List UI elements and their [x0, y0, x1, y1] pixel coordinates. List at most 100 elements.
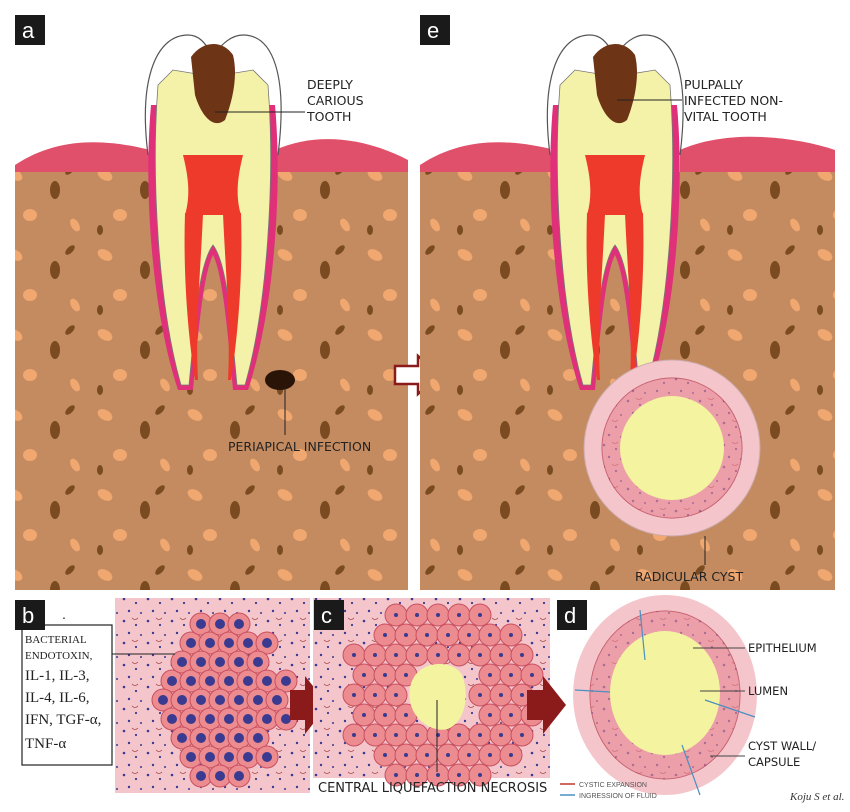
cell-nucleus — [281, 714, 291, 724]
tooth-label-line2: INFECTED NON- — [684, 93, 783, 108]
cell-nucleus — [499, 653, 503, 657]
cell-nucleus — [394, 773, 398, 777]
cell-nucleus — [253, 657, 263, 667]
cell-nucleus — [436, 613, 440, 617]
cell-cluster — [151, 612, 298, 788]
mediator-line: TNF-α — [25, 736, 66, 752]
cell-nucleus — [243, 638, 253, 648]
arrow-b-to-c-icon — [290, 676, 328, 734]
cell-nucleus — [457, 653, 461, 657]
panel-a: DEEPLY CARIOUS TOOTH PERIAPICAL INFECTIO… — [15, 15, 408, 590]
cell-nucleus — [520, 653, 524, 657]
cell-nucleus — [520, 693, 524, 697]
periapical-infection-label: PERIAPICAL INFECTION — [228, 439, 371, 454]
tooth-label-line2: CARIOUS — [307, 93, 364, 108]
cell-nucleus — [436, 653, 440, 657]
cell-nucleus — [446, 753, 450, 757]
cell-nucleus — [196, 657, 206, 667]
cell-nucleus — [478, 733, 482, 737]
cell-nucleus — [196, 695, 206, 705]
cell-nucleus — [253, 733, 263, 743]
cell-nucleus — [262, 714, 272, 724]
tooth-label-line3: TOOTH — [306, 109, 351, 124]
cell-nucleus — [224, 676, 234, 686]
cell-nucleus — [457, 613, 461, 617]
cell-nucleus — [383, 673, 387, 677]
cell-nucleus — [177, 733, 187, 743]
cell-nucleus — [383, 753, 387, 757]
cell-nucleus — [224, 714, 234, 724]
cell-nucleus — [262, 638, 272, 648]
panel-letter-a: a — [22, 18, 35, 43]
cell-nucleus — [478, 653, 482, 657]
cell-nucleus — [224, 638, 234, 648]
cell-nucleus — [234, 619, 244, 629]
radicular-cyst — [583, 359, 761, 537]
periapical-lesion — [265, 370, 295, 390]
cell-nucleus — [415, 653, 419, 657]
tooth-label-line1: DEEPLY — [307, 77, 353, 92]
cell-nucleus — [394, 733, 398, 737]
cell-nucleus — [415, 733, 419, 737]
cell-nucleus — [509, 673, 513, 677]
cell-nucleus — [394, 653, 398, 657]
cell-nucleus — [205, 676, 215, 686]
cell-nucleus — [234, 657, 244, 667]
tooth-label-line3: VITAL TOOTH — [684, 109, 767, 124]
cell-nucleus — [352, 653, 356, 657]
mediator-line: IL-1, IL-3, — [25, 668, 90, 684]
cell-nucleus — [478, 773, 482, 777]
cell-nucleus — [509, 713, 513, 717]
cell-nucleus — [373, 653, 377, 657]
gingiva-right — [275, 139, 408, 172]
cell-nucleus — [243, 676, 253, 686]
cell-nucleus — [186, 676, 196, 686]
stray-dot: . — [62, 607, 66, 622]
cell-nucleus — [415, 773, 419, 777]
panel-letter-c: c — [321, 603, 332, 628]
cell-nucleus — [457, 773, 461, 777]
cell-nucleus — [158, 695, 168, 705]
tooth-label-line1: PULPALLY — [684, 77, 743, 92]
cell-nucleus — [373, 693, 377, 697]
cell-nucleus — [234, 733, 244, 743]
cell-nucleus — [205, 638, 215, 648]
cell-nucleus — [352, 693, 356, 697]
cell-nucleus — [281, 676, 291, 686]
cell-nucleus — [215, 771, 225, 781]
cell-nucleus — [499, 733, 503, 737]
cell-nucleus — [488, 753, 492, 757]
cell-nucleus — [215, 733, 225, 743]
cell-nucleus — [234, 695, 244, 705]
cell-nucleus — [186, 638, 196, 648]
cell-nucleus — [186, 752, 196, 762]
cell-nucleus — [394, 613, 398, 617]
credit-text: Koju S et al. — [789, 791, 844, 803]
mediator-line: IFN, TGF-α, — [25, 712, 101, 728]
cyst-wall-label: CYST WALL/ — [748, 739, 816, 753]
cell-nucleus — [272, 695, 282, 705]
cell-nucleus — [488, 673, 492, 677]
cell-nucleus — [457, 733, 461, 737]
arrow-c-to-d-icon — [527, 676, 566, 734]
cell-nucleus — [196, 771, 206, 781]
cell-nucleus — [425, 633, 429, 637]
panel-letter-e: e — [427, 18, 439, 43]
cell-nucleus — [243, 714, 253, 724]
cell-nucleus — [205, 752, 215, 762]
epithelium-label: EPITHELIUM — [748, 641, 817, 655]
necrosis-label: CENTRAL LIQUEFACTION NECROSIS — [318, 781, 547, 796]
gingiva-left — [15, 142, 150, 172]
capsule-label: CAPSULE — [748, 755, 800, 769]
cell-nucleus — [362, 673, 366, 677]
cell-nucleus — [186, 714, 196, 724]
cell-nucleus — [234, 771, 244, 781]
cell-nucleus — [215, 695, 225, 705]
cell-nucleus — [215, 619, 225, 629]
radicular-cyst-label: RADICULAR CYST — [635, 569, 743, 584]
legend-cystic-expansion: CYSTIC EXPANSION — [579, 782, 647, 789]
cell-nucleus — [509, 633, 513, 637]
cell-nucleus — [478, 693, 482, 697]
mediator-line: BACTERIAL — [25, 634, 87, 646]
